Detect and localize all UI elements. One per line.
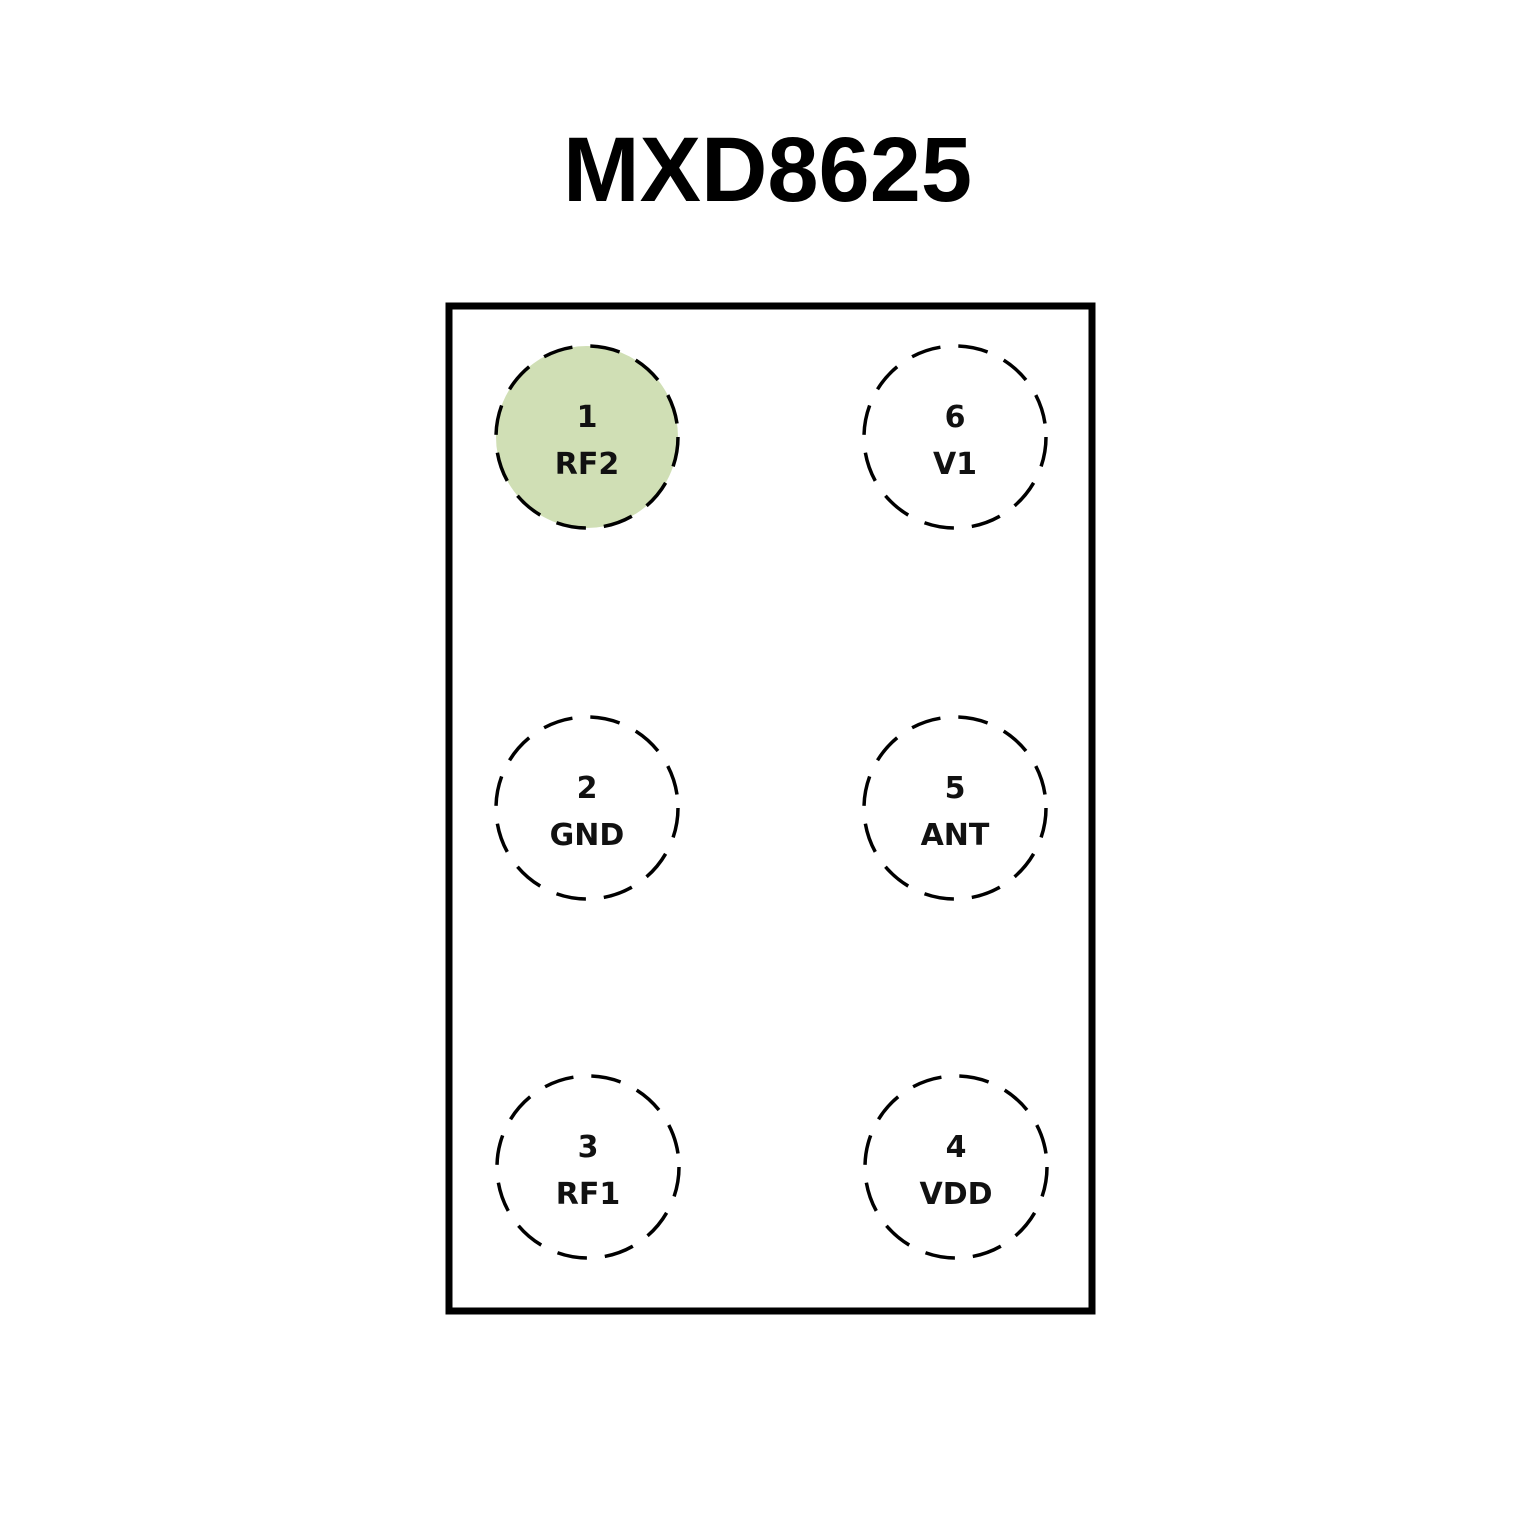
- pin-pad: [494, 344, 680, 530]
- pin-name: GND: [550, 818, 625, 853]
- pin-pad: [862, 715, 1048, 901]
- pin-pad: [862, 344, 1048, 530]
- pin-number: 4: [946, 1130, 967, 1165]
- package-outline: [445, 302, 1096, 1315]
- pin-number: 5: [945, 771, 966, 806]
- pin-name: V1: [933, 447, 977, 482]
- pin-number: 3: [578, 1130, 599, 1165]
- pin-pad: [495, 1074, 681, 1260]
- pin-name: RF2: [555, 447, 619, 482]
- pin-6: 6V1: [862, 344, 1048, 530]
- pin-name: RF1: [556, 1177, 620, 1212]
- pin-pad: [863, 1074, 1049, 1260]
- pin-number: 6: [945, 400, 966, 435]
- pin-name: ANT: [921, 818, 990, 853]
- pin-number: 2: [577, 771, 598, 806]
- pin-number: 1: [577, 400, 598, 435]
- pin-name: VDD: [919, 1177, 992, 1212]
- pin-pad: [494, 715, 680, 901]
- chip-title: MXD8625: [562, 119, 973, 221]
